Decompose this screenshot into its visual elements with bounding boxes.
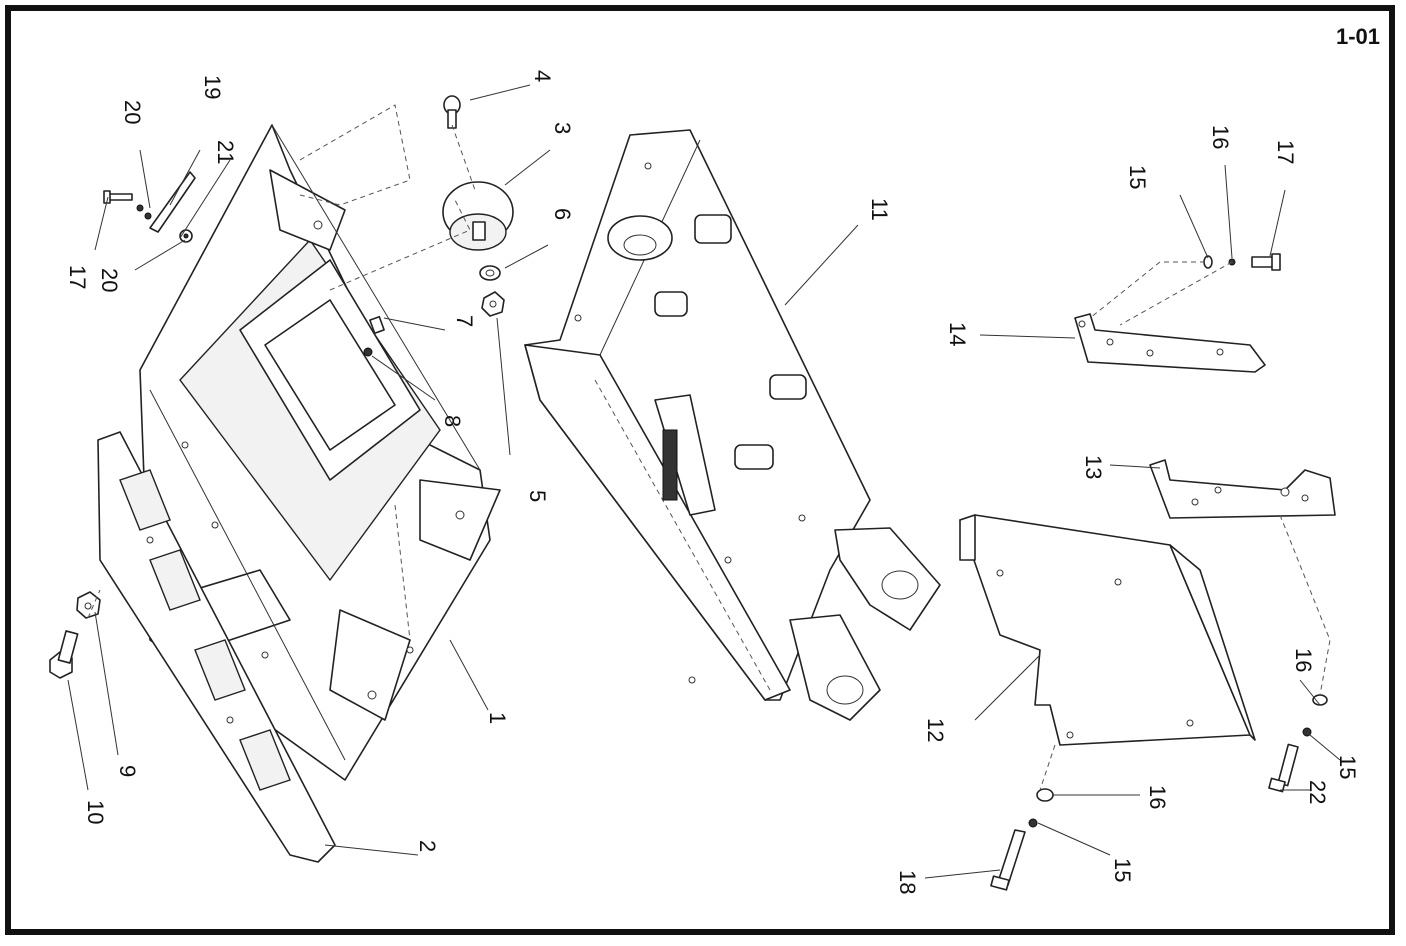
part-10-bolt [49, 630, 79, 679]
part-5-nut [481, 291, 505, 317]
part-4-stud [443, 95, 461, 129]
callout-1: 1 [485, 712, 510, 724]
part-13-bracket [1149, 459, 1336, 519]
part-17-bolt-upper-right [1251, 253, 1281, 271]
part-1-frame [139, 124, 501, 781]
sheet-number: 1-01 [1335, 24, 1380, 49]
part-17-bolt-upper-left [103, 190, 133, 204]
part-3-rubber-mount [442, 181, 514, 251]
callout-10: 10 [83, 800, 108, 824]
part-8-washer [363, 347, 373, 357]
callout-18: 18 [895, 870, 920, 894]
part-20-washer [136, 204, 152, 220]
part-19-pin [149, 171, 196, 233]
callout-2: 2 [415, 840, 440, 852]
callout-19: 19 [200, 75, 225, 99]
part-22-bolt [1268, 743, 1299, 793]
callout-4: 4 [530, 70, 555, 82]
callout-12: 12 [923, 718, 948, 742]
part-6-washer [479, 265, 501, 281]
callout-11: 11 [867, 198, 892, 221]
callout-21: 21 [213, 140, 238, 164]
callout-17-upper-right: 17 [1273, 140, 1298, 164]
leader-lines [67, 84, 1341, 879]
part-15-washer-right [1302, 727, 1312, 737]
callout-9: 9 [115, 765, 140, 777]
callout-5: 5 [525, 490, 550, 502]
callout-16-right: 16 [1291, 648, 1316, 672]
part-12-cover [959, 514, 1256, 746]
part-16-washer-right [1312, 694, 1328, 706]
callout-6: 6 [550, 208, 575, 220]
callout-13: 13 [1081, 455, 1106, 479]
callout-15-right: 15 [1335, 755, 1360, 779]
callout-20-upper: 20 [120, 100, 145, 124]
callout-labels: 4 3 6 7 8 5 1 2 9 10 11 12 13 14 15 16 1… [65, 70, 1360, 894]
part-11-base-plate [524, 129, 941, 721]
part-7-screw [369, 315, 385, 335]
callout-3: 3 [550, 122, 575, 134]
part-14-bracket [1074, 313, 1266, 373]
callout-17-upper-left: 17 [65, 265, 90, 289]
callout-16-upper: 16 [1208, 125, 1233, 149]
callout-20-lower: 20 [97, 268, 122, 292]
part-18-bolt [990, 829, 1026, 891]
callout-15-lower: 15 [1110, 858, 1135, 882]
callout-14: 14 [945, 322, 970, 346]
callout-15-upper: 15 [1125, 165, 1150, 189]
callout-22: 22 [1305, 780, 1330, 804]
part-16-washer-lower [1036, 788, 1054, 802]
callout-8: 8 [440, 415, 465, 427]
part-9-nut [76, 591, 101, 619]
part-2-bumper [97, 431, 336, 863]
part-15-washer-lower [1028, 818, 1038, 828]
callout-16-lower: 16 [1145, 785, 1170, 809]
callout-7: 7 [452, 315, 477, 327]
